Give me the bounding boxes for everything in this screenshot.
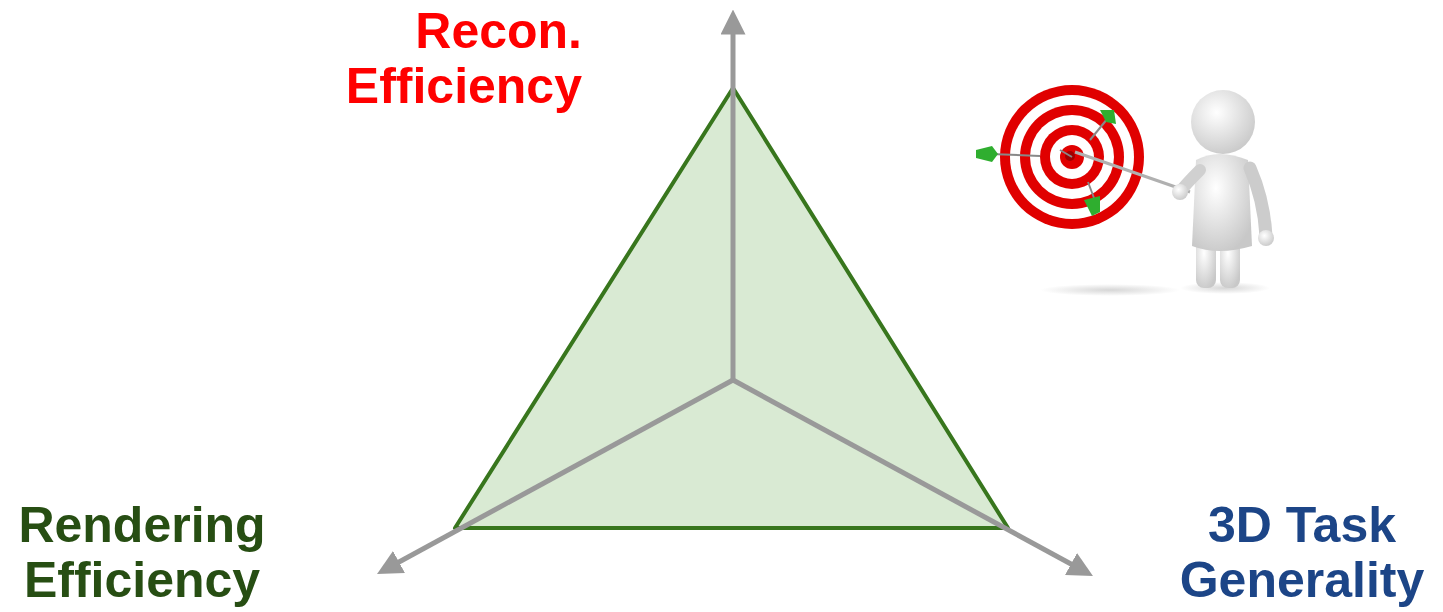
dartboard [1000,85,1180,296]
axis-label-top: Recon. Efficiency [300,4,582,114]
axis-label-left: Rendering Efficiency [6,498,278,608]
axis-label-right: 3D Task Generality [1168,498,1436,608]
darts [976,110,1116,216]
person-figure [1075,90,1274,294]
